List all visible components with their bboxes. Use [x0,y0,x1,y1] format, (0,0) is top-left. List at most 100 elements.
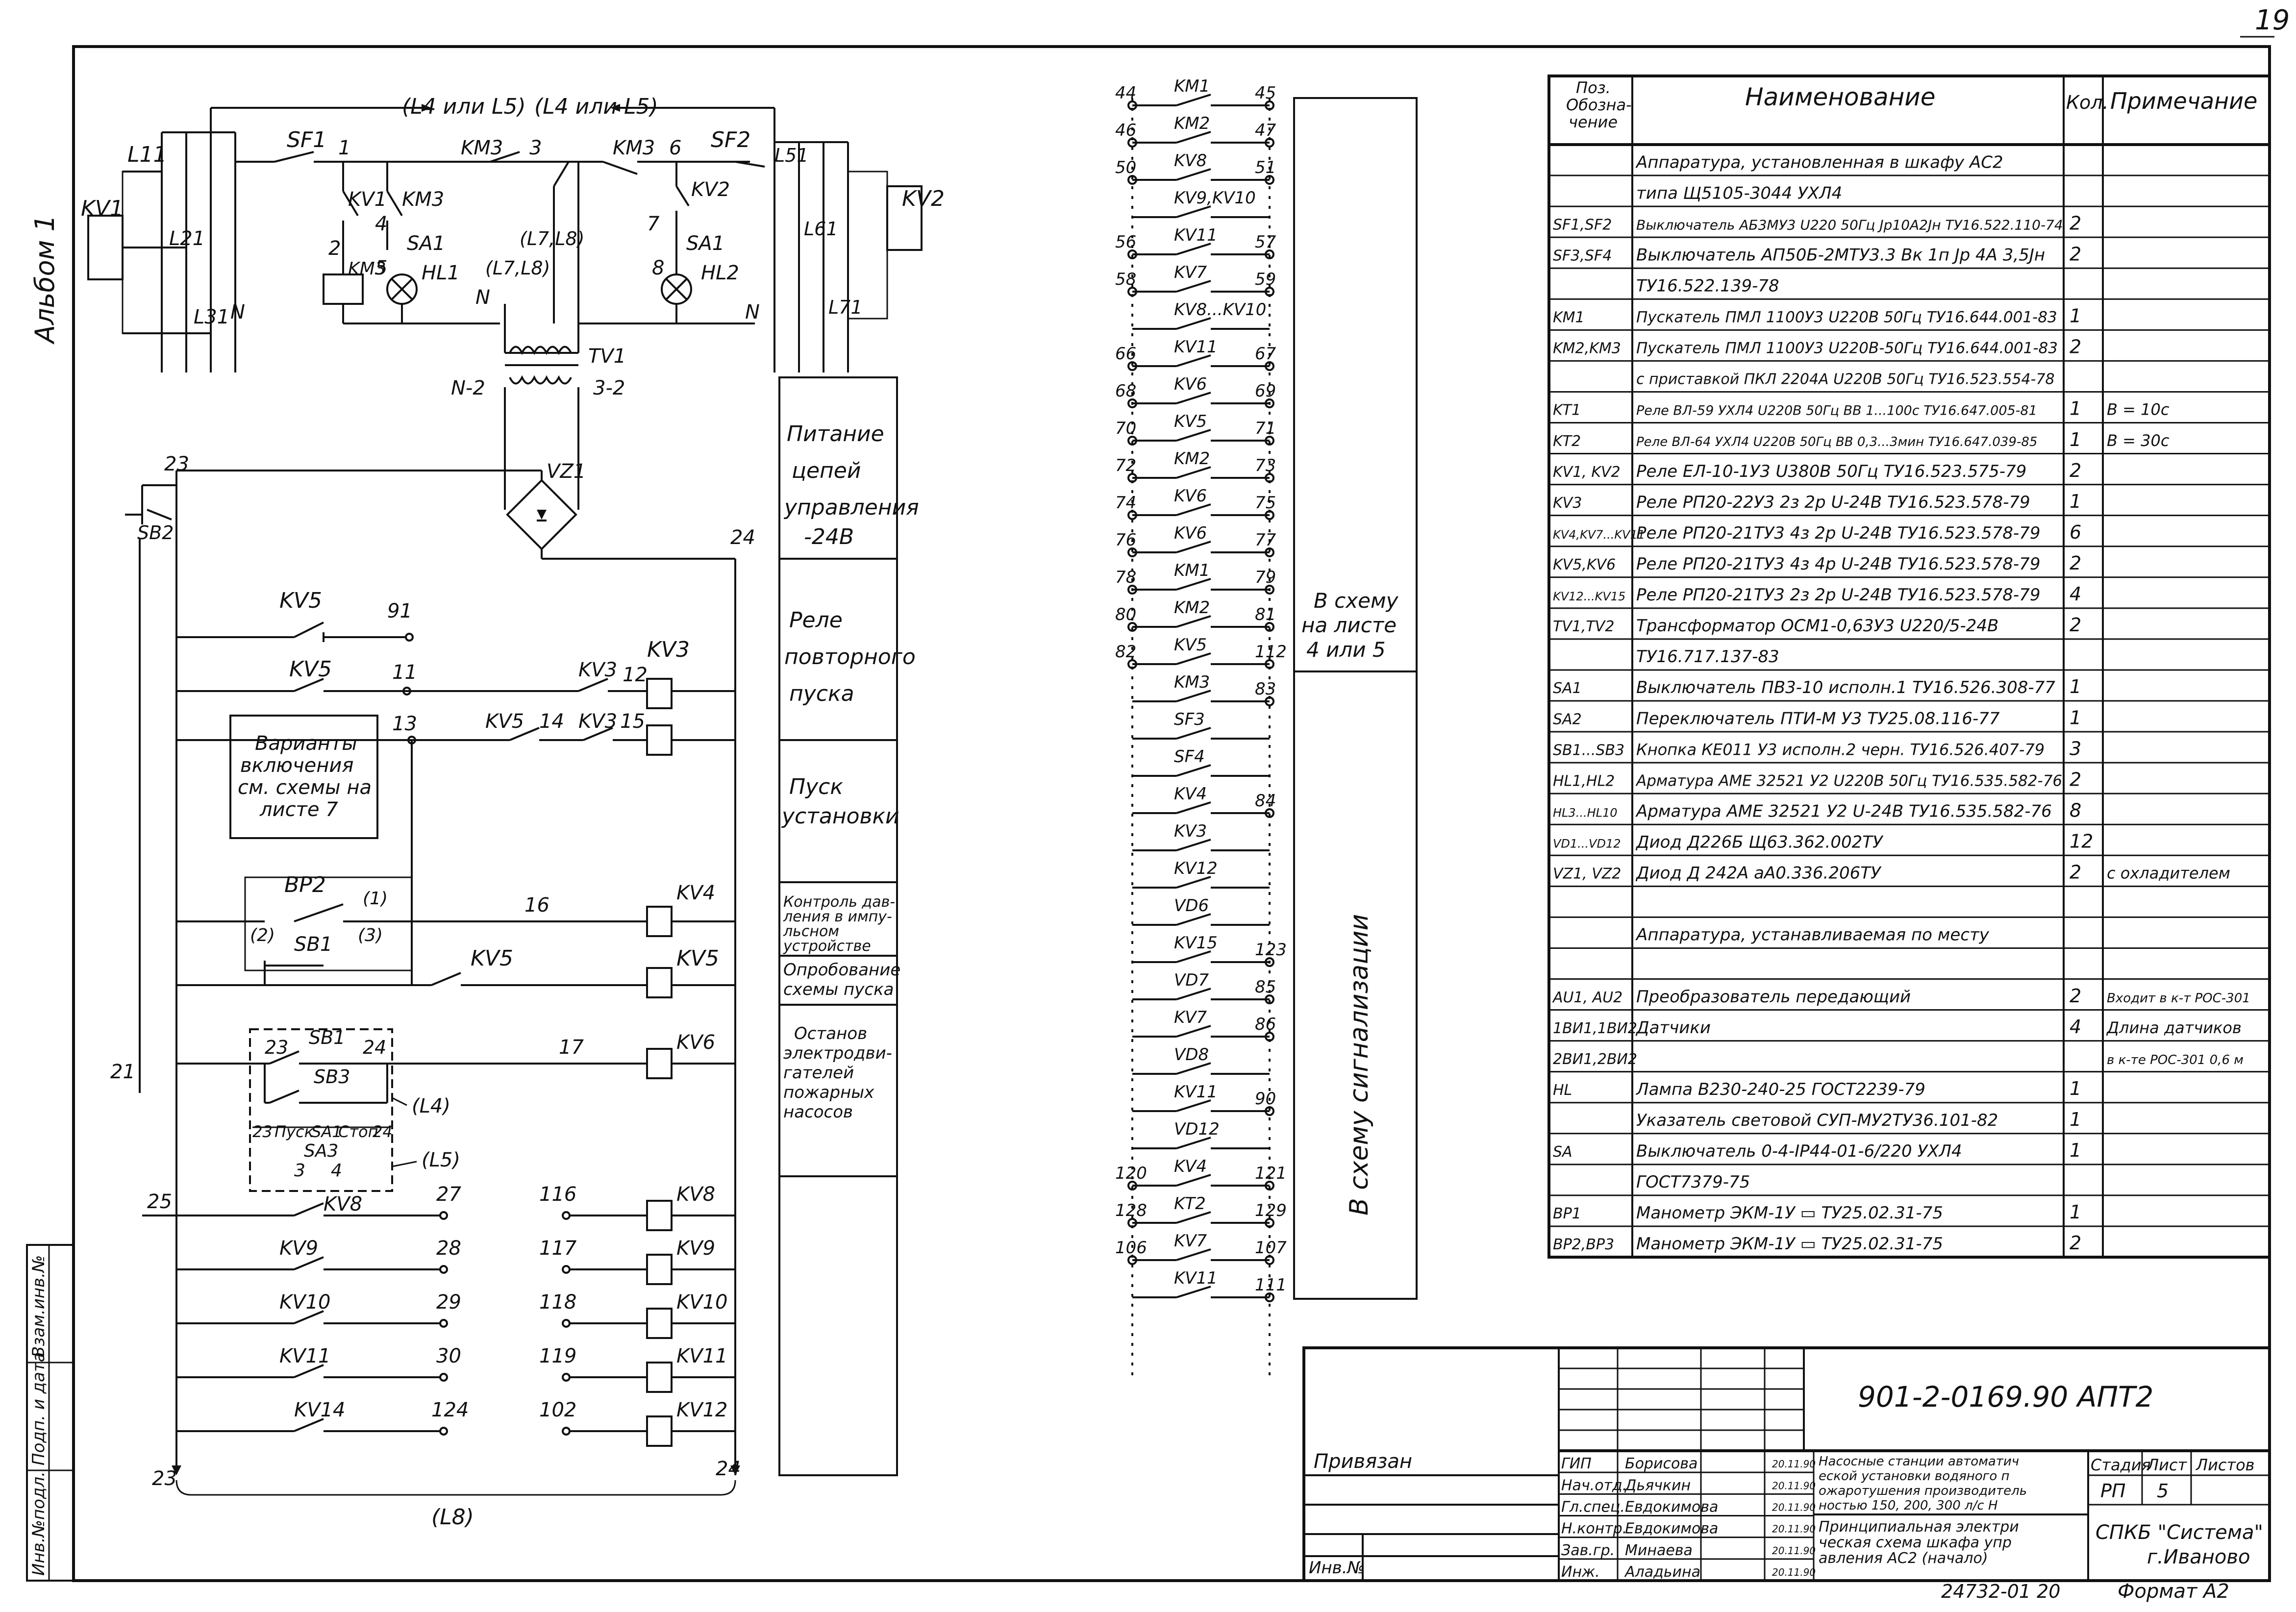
pw-kv2-contact: KV2 [691,178,730,201]
signal-contact [1176,503,1211,516]
signal-terminal [1127,249,1137,259]
staff-name: Минаева [1625,1542,1693,1559]
ctl-kv11-coil: KV11 [676,1345,728,1367]
spec-name: Кнопка КЕ011 У3 исполн.2 черн. ТУ16.526.… [1636,740,2045,759]
signal-terminal [1127,361,1137,371]
signal-terminal-left: 74 [1115,493,1136,513]
signal-circuit: В схему на листе 4 или 5 В схему сигнали… [1115,76,1418,1382]
fbox-pressure-4: устройстве [783,938,871,955]
spec-pos: HL3...HL10 [1553,806,1618,819]
pw-sb2: SB2 [137,522,174,544]
signal-terminal-right: 121 [1255,1164,1287,1183]
spec-qty: 1 [2070,491,2081,512]
spec-name: Реле РП20-21ТУ3 2з 2р U-24В ТУ16.523.578… [1636,585,2040,605]
spec-qty: 8 [2070,799,2081,821]
fbox-start-2: установки [781,804,899,829]
pw-sa1-b: SA1 [686,232,724,255]
signal-terminal-right: 45 [1255,83,1276,103]
signal-contact-label: KV6 [1174,374,1207,394]
signal-contact-label: VD12 [1174,1119,1220,1139]
spec-name: Выключатель 0-4-IP44-01-6/220 УХЛ4 [1636,1141,1962,1161]
ctl-kv5-coil: KV5 [676,946,719,971]
spec-qty: 2 [2070,614,2081,636]
spec-qty: 6 [2070,521,2081,543]
ctl-29: 29 [436,1291,461,1314]
signal-terminal [1127,436,1137,446]
signal-terminal [1265,436,1274,446]
signal-contact-label: KV6 [1174,523,1207,543]
spec-name: Арматура АМЕ 32521 У2 U-24В ТУ16.535.582… [1635,801,2052,821]
spec-pos: HL [1553,1082,1572,1099]
title-block: 901-2-0169.90 АПТ2 Привязан Инв.№ Формат… [1302,1346,2271,1603]
signal-terminal-right: 86 [1255,1015,1276,1034]
staff-date: 20.11.90 [1772,1566,1816,1578]
signal-terminal [1265,585,1274,595]
ctl-kv3-a: KV3 [578,659,617,681]
ctl-kv12-coil: KV12 [676,1399,728,1421]
spec-h-name: Наименование [1745,83,1936,111]
spec-name: Пускатель ПМЛ 1100У3 U220В-50Гц ТУ16.644… [1636,340,2058,357]
ctl-118: 118 [539,1291,576,1314]
signal-terminal [1265,249,1274,259]
signal-terminal [1265,398,1274,408]
signal-terminal-left: 72 [1115,456,1136,475]
spec-name: Датчики [1635,1018,1711,1038]
signal-terminal-left: 78 [1115,568,1136,587]
signal-contact [1176,1062,1211,1075]
signal-terminal [1265,473,1274,483]
signal-contact [1176,131,1211,144]
pw-node-5: 5 [375,257,387,279]
signal-contact-label: KM1 [1174,76,1210,96]
ctl-stop: Стоп [338,1122,378,1141]
ctl-kv5-c: KV5 [485,710,524,733]
ctl-l4: (L4) [412,1095,450,1117]
spec-qty: 1 [2070,429,2081,450]
ctl-kv6-coil: KV6 [676,1031,715,1054]
signal-terminal [1265,1032,1274,1042]
fbox-stop-2: электродви- [783,1043,892,1063]
signal-terminal [1265,994,1274,1004]
ctl-28: 28 [436,1237,461,1260]
ctl-15: 15 [620,710,645,733]
ctl-13: 13 [392,713,417,735]
pw-l7l8-b: (L7,L8) [485,257,550,279]
spec-qty: 4 [2070,583,2081,605]
staff-name: Евдокимова [1625,1520,1718,1538]
signal-terminal-right: 112 [1255,642,1287,662]
project-title-line: ожаротушения производитель [1819,1484,2027,1498]
signal-contact-label: KV3 [1174,821,1207,841]
staff-role: Инж. [1561,1563,1600,1581]
signal-contact [1176,913,1211,926]
signal-contact [1176,839,1211,851]
fbox-pressure-3: льсном [783,923,839,940]
ctl-kv4-coil: KV4 [676,882,715,904]
pw-tv1: TV1 [588,345,626,368]
signal-contact-label: KV7 [1174,1231,1207,1251]
spec-pos: KM1 [1553,309,1585,326]
fbox-pressure-2: ления в импу- [783,908,892,925]
stage-label: Стадия [2091,1456,2151,1474]
sheet-title-line: Принципиальная электри [1819,1518,2019,1536]
signal-terminal [1127,175,1137,185]
spec-qty: 2 [2070,552,2081,574]
signal-terminal-right: 84 [1255,791,1276,811]
signal-contact [1176,578,1211,591]
signal-terminal-left: 68 [1115,381,1136,401]
ctl-27: 27 [436,1183,461,1206]
signal-contact-label: VD6 [1174,896,1209,916]
pw-node-2: 2 [328,237,341,260]
stage-value: РП [2100,1480,2126,1502]
spec-note: Длина датчиков [2106,1018,2242,1037]
fbox-power-4: -24В [804,524,854,549]
ctl-12: 12 [623,664,648,686]
signal-contact [1176,205,1211,218]
spec-pos: SA2 [1553,711,1582,728]
signal-contact [1176,466,1211,479]
spec-qty: 2 [2070,336,2081,358]
signal-contact [1176,876,1211,889]
pw-l71: L71 [828,297,863,318]
signal-contact [1176,354,1211,367]
ctl-bp2-1: (1) [363,889,388,909]
staff-date: 20.11.90 [1772,1480,1816,1491]
signal-contact [1176,950,1211,963]
